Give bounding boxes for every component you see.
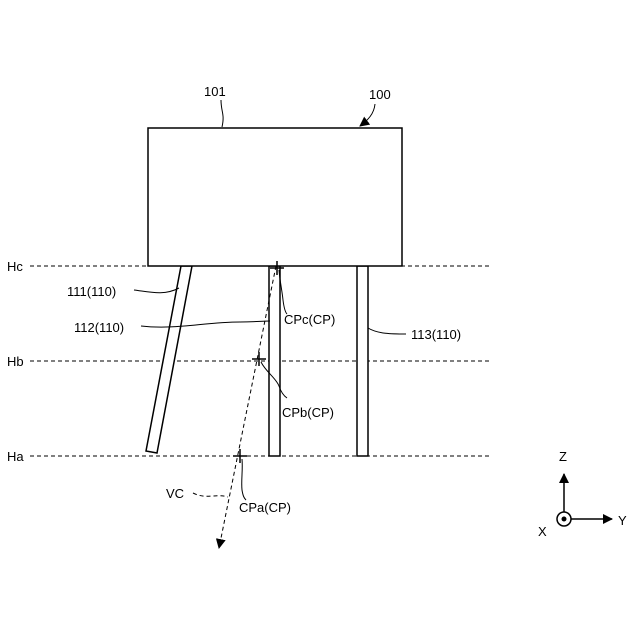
axis-label-x: X xyxy=(538,524,547,539)
cross-point-cpb xyxy=(252,352,266,366)
leader-vc xyxy=(193,493,228,497)
label-leg-111: 111(110) xyxy=(67,284,116,299)
leg-111 xyxy=(146,266,192,453)
leader-cpa xyxy=(242,459,246,500)
leader-111 xyxy=(134,288,179,293)
axes-indicator: Z Y X xyxy=(538,449,627,539)
label-device-100: 100 xyxy=(369,87,391,102)
label-leg-112: 112(110) xyxy=(74,320,124,335)
label-ha: Ha xyxy=(7,449,24,464)
label-cpa: CPa(CP) xyxy=(239,500,291,515)
label-hb: Hb xyxy=(7,354,24,369)
label-hc: Hc xyxy=(7,259,23,274)
label-vc: VC xyxy=(166,486,184,501)
leader-113 xyxy=(368,328,406,334)
cross-point-cpa xyxy=(233,449,247,463)
label-cpc: CPc(CP) xyxy=(284,312,335,327)
label-cpb: CPb(CP) xyxy=(282,405,334,420)
axis-label-y: Y xyxy=(618,513,627,528)
axis-label-z: Z xyxy=(559,449,567,464)
leg-113 xyxy=(357,266,368,456)
label-body-101: 101 xyxy=(204,84,226,99)
x-axis-dot xyxy=(562,517,567,522)
leader-112 xyxy=(141,321,270,327)
leader-101 xyxy=(221,100,223,127)
label-leg-113: 113(110) xyxy=(411,327,461,342)
leader-100 xyxy=(360,104,375,126)
body-101 xyxy=(148,128,402,266)
